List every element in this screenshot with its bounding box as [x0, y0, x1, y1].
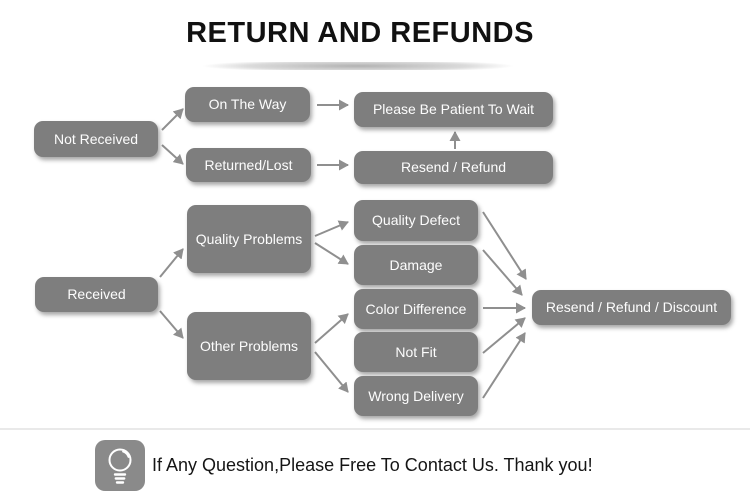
- title-divider: [158, 62, 558, 70]
- flow-node-received: Received: [35, 277, 158, 312]
- flow-edge-other-problems-to-color-difference: [314, 313, 349, 344]
- flow-edge-not-fit-to-resend-refund-discount: [482, 317, 526, 354]
- flow-node-damage: Damage: [354, 245, 478, 285]
- flow-node-color-difference: Color Difference: [354, 289, 478, 329]
- page-title: RETURN AND REFUNDS: [186, 17, 534, 49]
- flow-arrows: [159, 99, 527, 399]
- flow-edge-received-to-quality-problems: [159, 248, 184, 278]
- lightbulb-icon: [95, 440, 145, 491]
- flow-node-not-fit: Not Fit: [354, 332, 478, 372]
- flow-edge-not-received-to-returned-lost: [161, 144, 184, 165]
- flow-node-resend-refund-discount: Resend / Refund / Discount: [532, 290, 731, 325]
- flow-edge-received-to-other-problems: [159, 310, 184, 339]
- flow-edge-other-problems-to-wrong-delivery: [314, 351, 349, 393]
- flow-edge-quality-defect-to-resend-refund-discount: [482, 211, 527, 280]
- flow-node-on-the-way: On The Way: [185, 87, 310, 122]
- footer-divider: [0, 428, 750, 430]
- flow-node-wrong-delivery: Wrong Delivery: [354, 376, 478, 416]
- flow-edge-not-received-to-on-the-way: [161, 108, 184, 131]
- flow-edge-quality-problems-to-quality-defect: [314, 220, 349, 237]
- flow-edge-quality-problems-to-damage: [314, 242, 349, 265]
- flow-node-not-received: Not Received: [34, 121, 158, 157]
- flow-node-quality-defect: Quality Defect: [354, 200, 478, 241]
- footer-message: If Any Question,Please Free To Contact U…: [152, 455, 593, 475]
- flow-edge-wrong-delivery-to-resend-refund-discount: [482, 332, 526, 399]
- flow-edge-damage-to-resend-refund-discount: [482, 249, 523, 296]
- flow-node-resend-refund: Resend / Refund: [354, 151, 553, 184]
- flow-node-quality-problems: Quality Problems: [187, 205, 311, 273]
- lightbulb-glyph: [108, 448, 132, 484]
- flow-node-other-problems: Other Problems: [187, 312, 311, 380]
- flow-node-please-be-patient: Please Be Patient To Wait: [354, 92, 553, 127]
- flow-node-returned-lost: Returned/Lost: [186, 148, 311, 182]
